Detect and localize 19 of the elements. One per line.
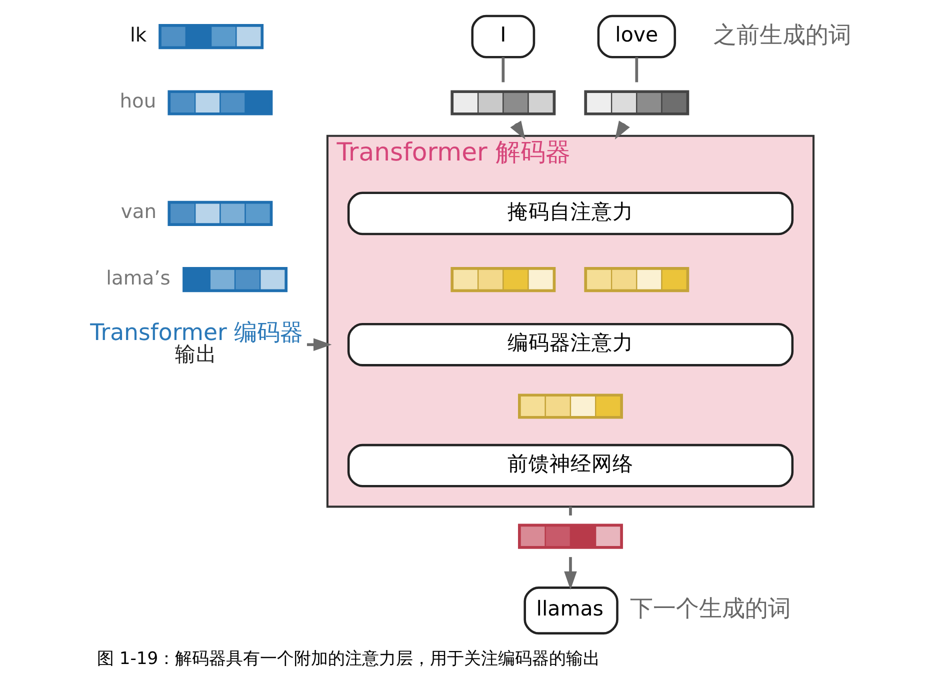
- node-box: love: [597, 14, 676, 58]
- node-label: lk: [130, 23, 147, 46]
- connector: [569, 506, 572, 516]
- label: 之前生成的词: [714, 22, 852, 48]
- connector: [635, 57, 638, 82]
- node-box: 前馈神经网络: [347, 444, 794, 488]
- node-label: van: [120, 200, 157, 224]
- node-text: Transformer 编码器 输出: [90, 320, 304, 366]
- node-box: I: [471, 14, 536, 58]
- connector: [502, 57, 505, 82]
- arrow: [510, 120, 526, 140]
- node-label: lama’s: [106, 266, 170, 290]
- node-label: hou: [120, 89, 156, 112]
- node-box: 掩码自注意力: [347, 192, 794, 236]
- caption: 图 1-19：解码器具有一个附加的注意力层，用于关注编码器的输出: [96, 649, 600, 670]
- arrow: [564, 557, 577, 590]
- arrow: [614, 120, 630, 140]
- node-box: 编码器注意力: [347, 322, 794, 366]
- node-label: 下一个生成的词: [630, 596, 791, 622]
